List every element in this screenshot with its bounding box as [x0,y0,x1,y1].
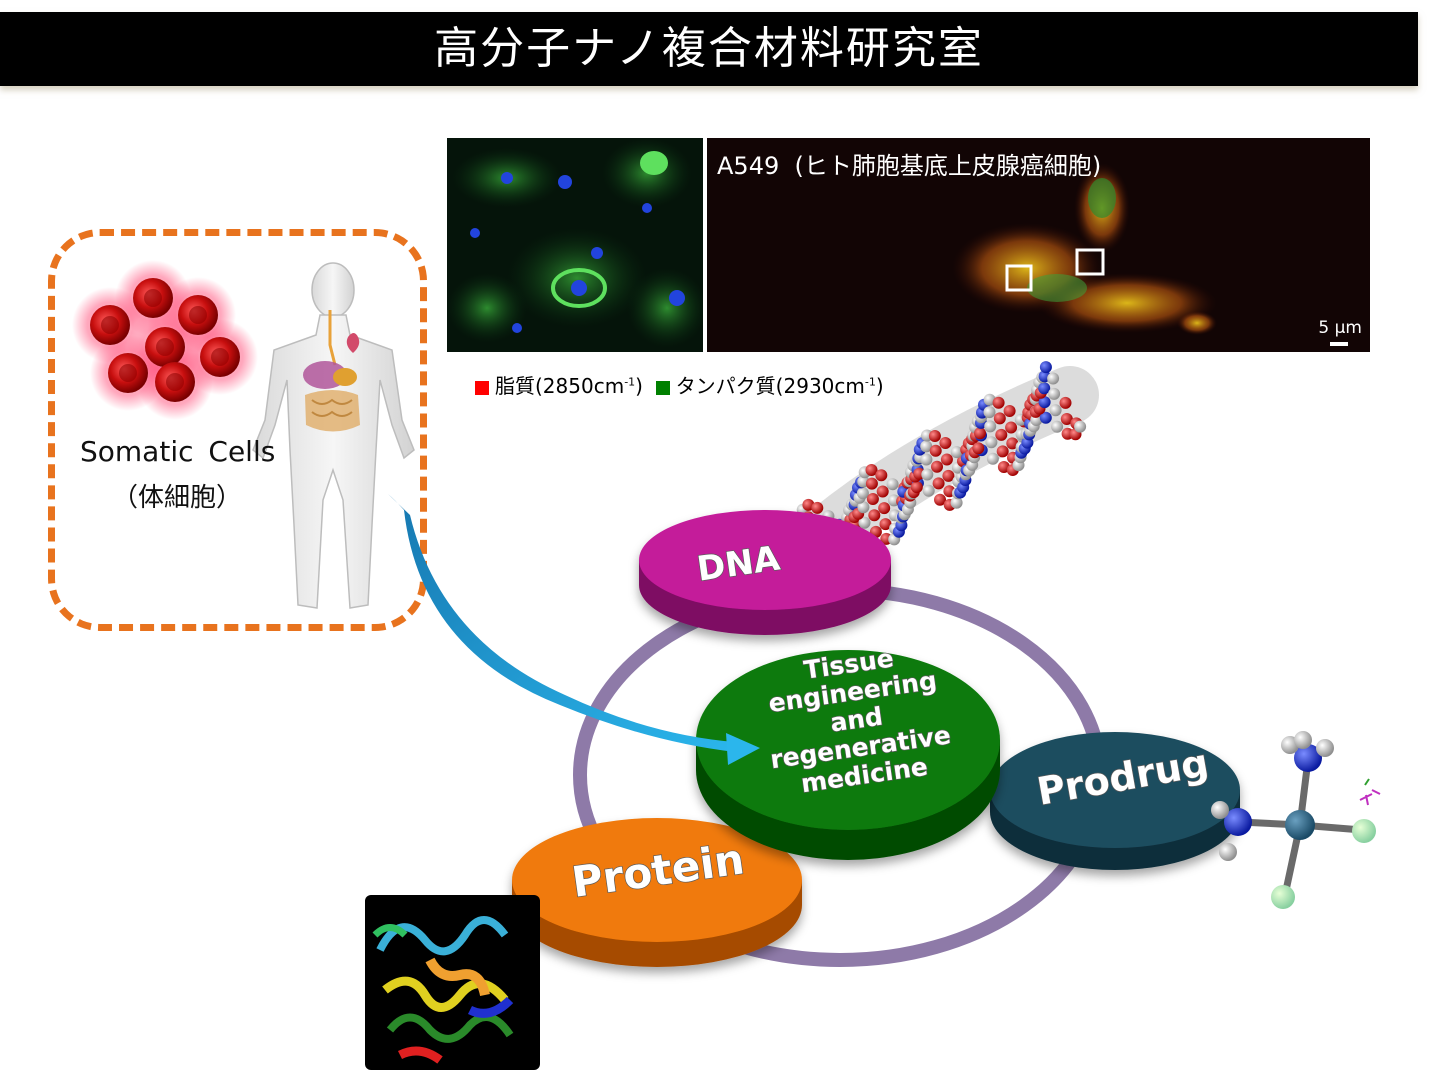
dna-atom [921,468,934,481]
dna-atom [985,436,998,449]
dna-atom [1039,411,1052,424]
dna-atom [934,493,946,506]
dna-atom [1049,404,1062,417]
dna-atom [878,502,891,515]
dna-atom [876,485,889,498]
arrow-head-icon [726,733,760,765]
dna-atom [856,487,869,500]
dna-atom [1006,437,1019,450]
scale-bar [1330,342,1348,346]
dna-atom [1060,413,1073,425]
somatic-cells-jp-label: （体細胞） [112,483,243,513]
protein-swatch [655,380,670,395]
dna-atom [996,445,1009,458]
human-body-illustration [252,262,415,609]
dna-atom [993,412,1006,425]
cell-label: A549 (ヒト肺胞基底上皮腺癌細胞) [717,146,1101,181]
dna-atom [995,428,1008,441]
dna-atom [1003,405,1016,417]
dna-atom [865,464,878,476]
dna-atom [950,496,963,509]
lipid-superscript: -1 [624,375,636,389]
dna-atom [858,516,871,529]
raman-micrograph: A549 (ヒト肺胞基底上皮腺癌細胞) 5 μm [707,138,1370,352]
tissue-engineering-disk [696,650,1000,860]
dna-atom [857,501,870,514]
dna-atom [931,460,943,473]
page-title: 高分子ナノ複合材料研究室 [434,23,984,74]
dna-atom [1059,396,1072,409]
fluorescence-micrograph [447,138,703,352]
dna-atom [942,469,955,482]
cell-line-description: (ヒト肺胞基底上皮腺癌細胞) [794,152,1102,180]
dna-atom [984,420,997,433]
dna-atom [1051,420,1064,433]
lipid-label: 脂質(2850cm [495,374,625,398]
dna-atom [983,406,996,419]
dna-atom [868,509,881,522]
dna-atom [1005,421,1018,434]
protein-structure-image [365,895,540,1070]
prodrug-molecule-icon [1211,731,1381,909]
dna-atom [811,501,824,514]
dna-atom [910,481,923,494]
scale-bar-label: 5 μm [1318,318,1362,338]
dna-atom [886,478,899,491]
lipid-close: ) [635,374,643,398]
cell-line-name: A549 [717,152,780,180]
dna-atom [932,477,945,490]
somatic-cells-box [48,229,427,631]
dna-atom [920,440,933,453]
dna-atom [1047,372,1060,385]
roi-box-green [1005,264,1033,292]
raman-image [952,163,1217,335]
dna-atom [865,477,878,490]
dna-atom [875,469,888,482]
dna-atom [1038,382,1051,395]
dna-atom [928,430,941,442]
dna-atom [972,442,985,455]
dna-atom [929,444,942,457]
dna-atom [1074,420,1087,433]
lipid-swatch [475,380,489,395]
dna-atom [866,493,879,505]
dna-atom [1038,396,1051,409]
red-blood-cells [72,260,258,420]
raman-legend: 脂質(2850cm-1) タンパク質(2930cm-1) [475,370,884,399]
flow-arrow [388,494,760,765]
dna-helix-icon [791,361,1099,577]
fluorescence-image [447,138,703,348]
dna-atom [879,518,892,531]
protein-close: ) [875,374,884,398]
dna-atom [950,446,963,459]
dna-atom [1048,387,1061,400]
roi-box-red [1075,248,1105,276]
dna-atom [1039,361,1052,374]
dna-atom [922,484,935,497]
title-banner: 高分子ナノ複合材料研究室 [0,12,1418,86]
dna-atom [992,396,1005,409]
protein-label: タンパク質(2930cm [675,374,865,398]
dna-atom [920,453,933,466]
prodrug-disk [990,732,1240,870]
protein-superscript: -1 [864,375,876,389]
dna-atom [940,453,953,466]
protein-disk [512,818,802,967]
dna-disk [639,510,891,635]
somatic-cells-label: Somatic Cells [80,435,276,468]
dna-atom [986,452,999,465]
dna-atom [939,437,952,449]
dna-atom [974,427,986,440]
